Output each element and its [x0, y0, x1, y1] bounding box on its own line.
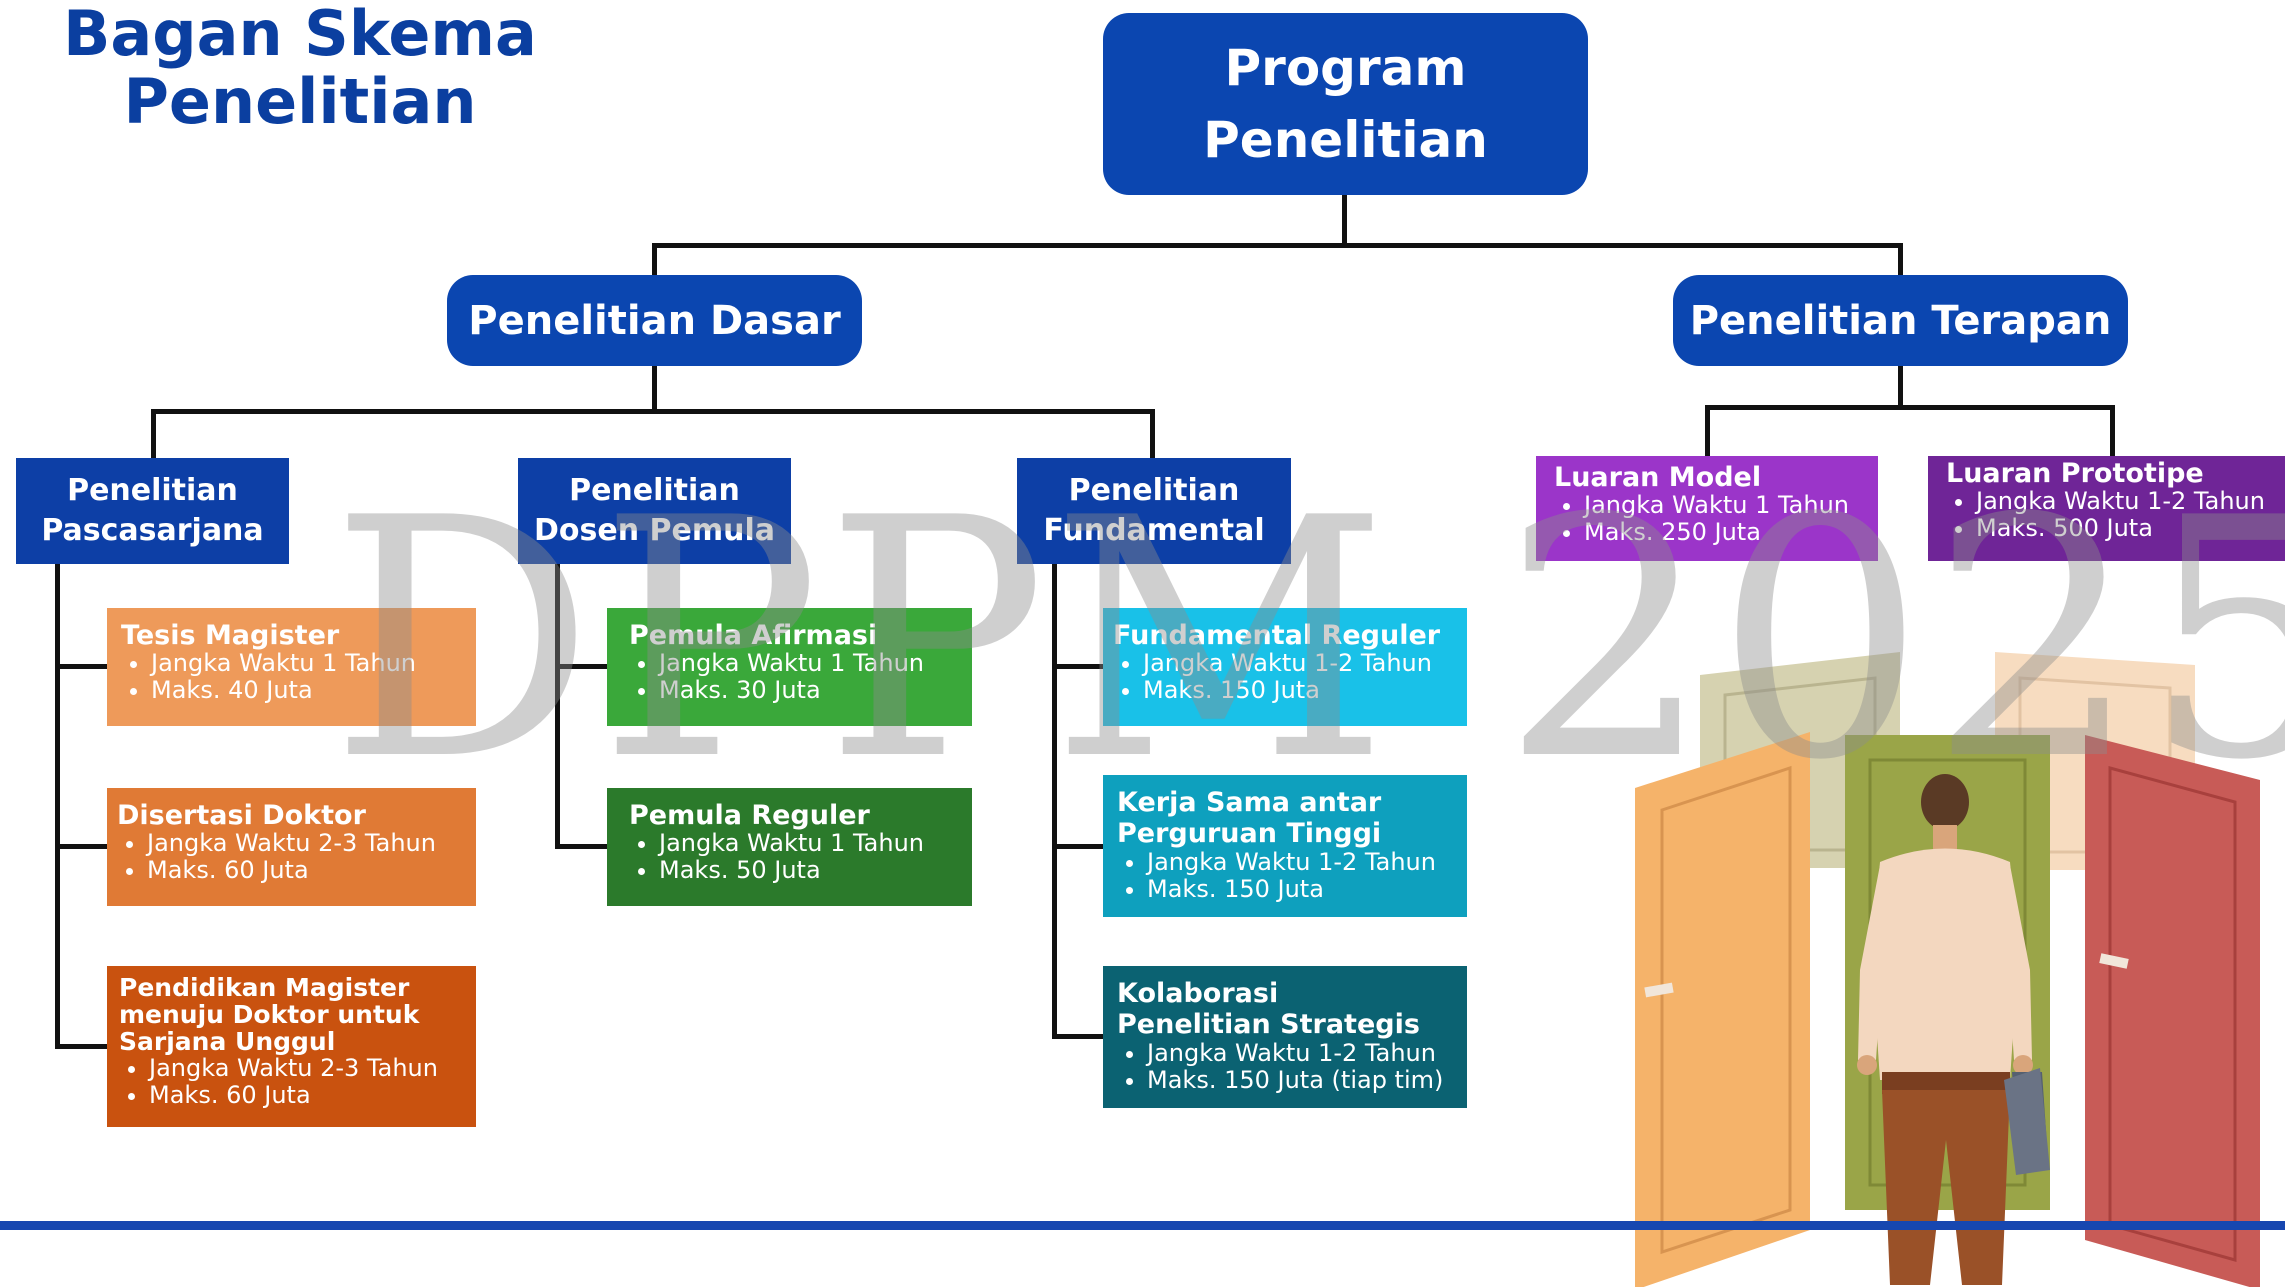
leaf-title: Luaran Prototipe [1946, 458, 2204, 489]
leaf-pmdsu: Pendidikan Magister menuju Doktor untuk … [107, 966, 476, 1127]
leaf-item: Jangka Waktu 1 Tahun [659, 830, 972, 857]
connector [652, 243, 657, 275]
node-penelitian-dasar: Penelitian Dasar [447, 275, 862, 366]
connector [555, 844, 607, 849]
title-line-2: Penelitian [123, 65, 477, 138]
leaf-title: Luaran Model [1554, 462, 1762, 493]
left-door [1635, 732, 1810, 1287]
node-penelitian-terapan: Penelitian Terapan [1673, 275, 2128, 366]
leaf-tesis-magister: Tesis Magister Jangka Waktu 1 Tahun Maks… [107, 608, 476, 726]
leaf-luaran-prototipe: Luaran Prototipe Jangka Waktu 1-2 Tahun … [1928, 456, 2285, 561]
connector [555, 563, 560, 849]
connector [1898, 243, 1903, 275]
leaf-title: Kolaborasi Penelitian Strategis [1117, 978, 1420, 1040]
connector [1898, 365, 1903, 410]
leaf-title: Disertasi Doktor [117, 800, 366, 831]
connector [55, 563, 60, 1049]
node-label: Penelitian Terapan [1689, 297, 2112, 344]
root-node: Program Penelitian [1103, 13, 1588, 195]
node-penelitian-pascasarjana: Penelitian Pascasarjana [16, 458, 289, 564]
connector [55, 1044, 108, 1049]
leaf-item: Jangka Waktu 1-2 Tahun [1147, 1040, 1467, 1067]
leaf-item: Maks. 30 Juta [659, 677, 972, 704]
leaf-item: Jangka Waktu 1-2 Tahun [1143, 650, 1467, 677]
man-figure [1857, 774, 2050, 1285]
node-penelitian-fundamental: Penelitian Fundamental [1017, 458, 1291, 564]
leaf-pemula-reguler: Pemula Reguler Jangka Waktu 1 Tahun Maks… [607, 788, 972, 906]
node-label: Penelitian [67, 473, 238, 508]
connector [1150, 409, 1155, 459]
leaf-fundamental-reguler: Fundamental Reguler Jangka Waktu 1-2 Tah… [1103, 608, 1467, 726]
node-label: Penelitian [569, 473, 740, 508]
leaf-item: Maks. 500 Juta [1976, 515, 2285, 542]
connector [1342, 193, 1347, 245]
node-label: Dosen Pemula [534, 513, 775, 548]
leaf-item: Maks. 60 Juta [147, 857, 476, 884]
leaf-luaran-model: Luaran Model Jangka Waktu 1 Tahun Maks. … [1536, 456, 1878, 561]
connector [2110, 405, 2115, 459]
leaf-title: Tesis Magister [121, 620, 340, 651]
connector [55, 844, 108, 849]
connector [1705, 405, 2115, 410]
leaf-title: Pemula Reguler [629, 800, 870, 831]
node-label: Penelitian Dasar [468, 297, 841, 344]
leaf-item: Maks. 150 Juta [1147, 876, 1467, 903]
leaf-item: Maks. 150 Juta [1143, 677, 1467, 704]
connector [1052, 664, 1104, 669]
leaf-item: Jangka Waktu 1-2 Tahun [1976, 488, 2285, 515]
doors-illustration [1635, 652, 2260, 1287]
leaf-item: Jangka Waktu 1 Tahun [659, 650, 972, 677]
leaf-item: Jangka Waktu 2-3 Tahun [149, 1055, 476, 1082]
leaf-item: Maks. 250 Juta [1584, 519, 1878, 546]
connector [652, 243, 1903, 248]
title-line-1: Bagan Skema [63, 0, 537, 70]
node-label: Fundamental [1043, 513, 1265, 548]
leaf-title: Pendidikan Magister menuju Doktor untuk … [119, 973, 420, 1056]
leaf-item: Maks. 60 Juta [149, 1082, 476, 1109]
leaf-item: Jangka Waktu 1 Tahun [151, 650, 476, 677]
leaf-item: Maks. 150 Juta (tiap tim) [1147, 1067, 1467, 1094]
leaf-title: Pemula Afirmasi [629, 620, 878, 651]
connector [1052, 1034, 1104, 1039]
connector [151, 409, 1155, 414]
leaf-item: Jangka Waktu 1 Tahun [1584, 492, 1878, 519]
leaf-disertasi-doktor: Disertasi Doktor Jangka Waktu 2-3 Tahun … [107, 788, 476, 906]
connector [151, 409, 156, 459]
diagram-title: Bagan Skema Penelitian [40, 0, 560, 136]
leaf-item: Maks. 50 Juta [659, 857, 972, 884]
watermark: DPPM 2025 [330, 448, 2285, 832]
leaf-kerja-sama: Kerja Sama antar Perguruan Tinggi Jangka… [1103, 775, 1467, 917]
connector [652, 365, 657, 413]
connector [55, 664, 108, 669]
node-label: Pascasarjana [41, 513, 264, 548]
root-line-1: Program [1224, 39, 1467, 97]
node-penelitian-dosen-pemula: Penelitian Dosen Pemula [518, 458, 791, 564]
connector [555, 664, 607, 669]
connector [1052, 563, 1057, 1039]
root-line-2: Penelitian [1203, 111, 1488, 169]
footer-accent-line [0, 1221, 2285, 1230]
leaf-title: Kerja Sama antar Perguruan Tinggi [1117, 787, 1382, 849]
leaf-title: Fundamental Reguler [1113, 620, 1441, 651]
leaf-pemula-afirmasi: Pemula Afirmasi Jangka Waktu 1 Tahun Mak… [607, 608, 972, 726]
leaf-item: Maks. 40 Juta [151, 677, 476, 704]
node-label: Penelitian [1068, 473, 1240, 508]
connector [1052, 844, 1104, 849]
leaf-kolaborasi-strategis: Kolaborasi Penelitian Strategis Jangka W… [1103, 966, 1467, 1108]
connector [1705, 405, 1710, 459]
right-door [2085, 735, 2260, 1287]
leaf-item: Jangka Waktu 2-3 Tahun [147, 830, 476, 857]
leaf-item: Jangka Waktu 1-2 Tahun [1147, 849, 1467, 876]
